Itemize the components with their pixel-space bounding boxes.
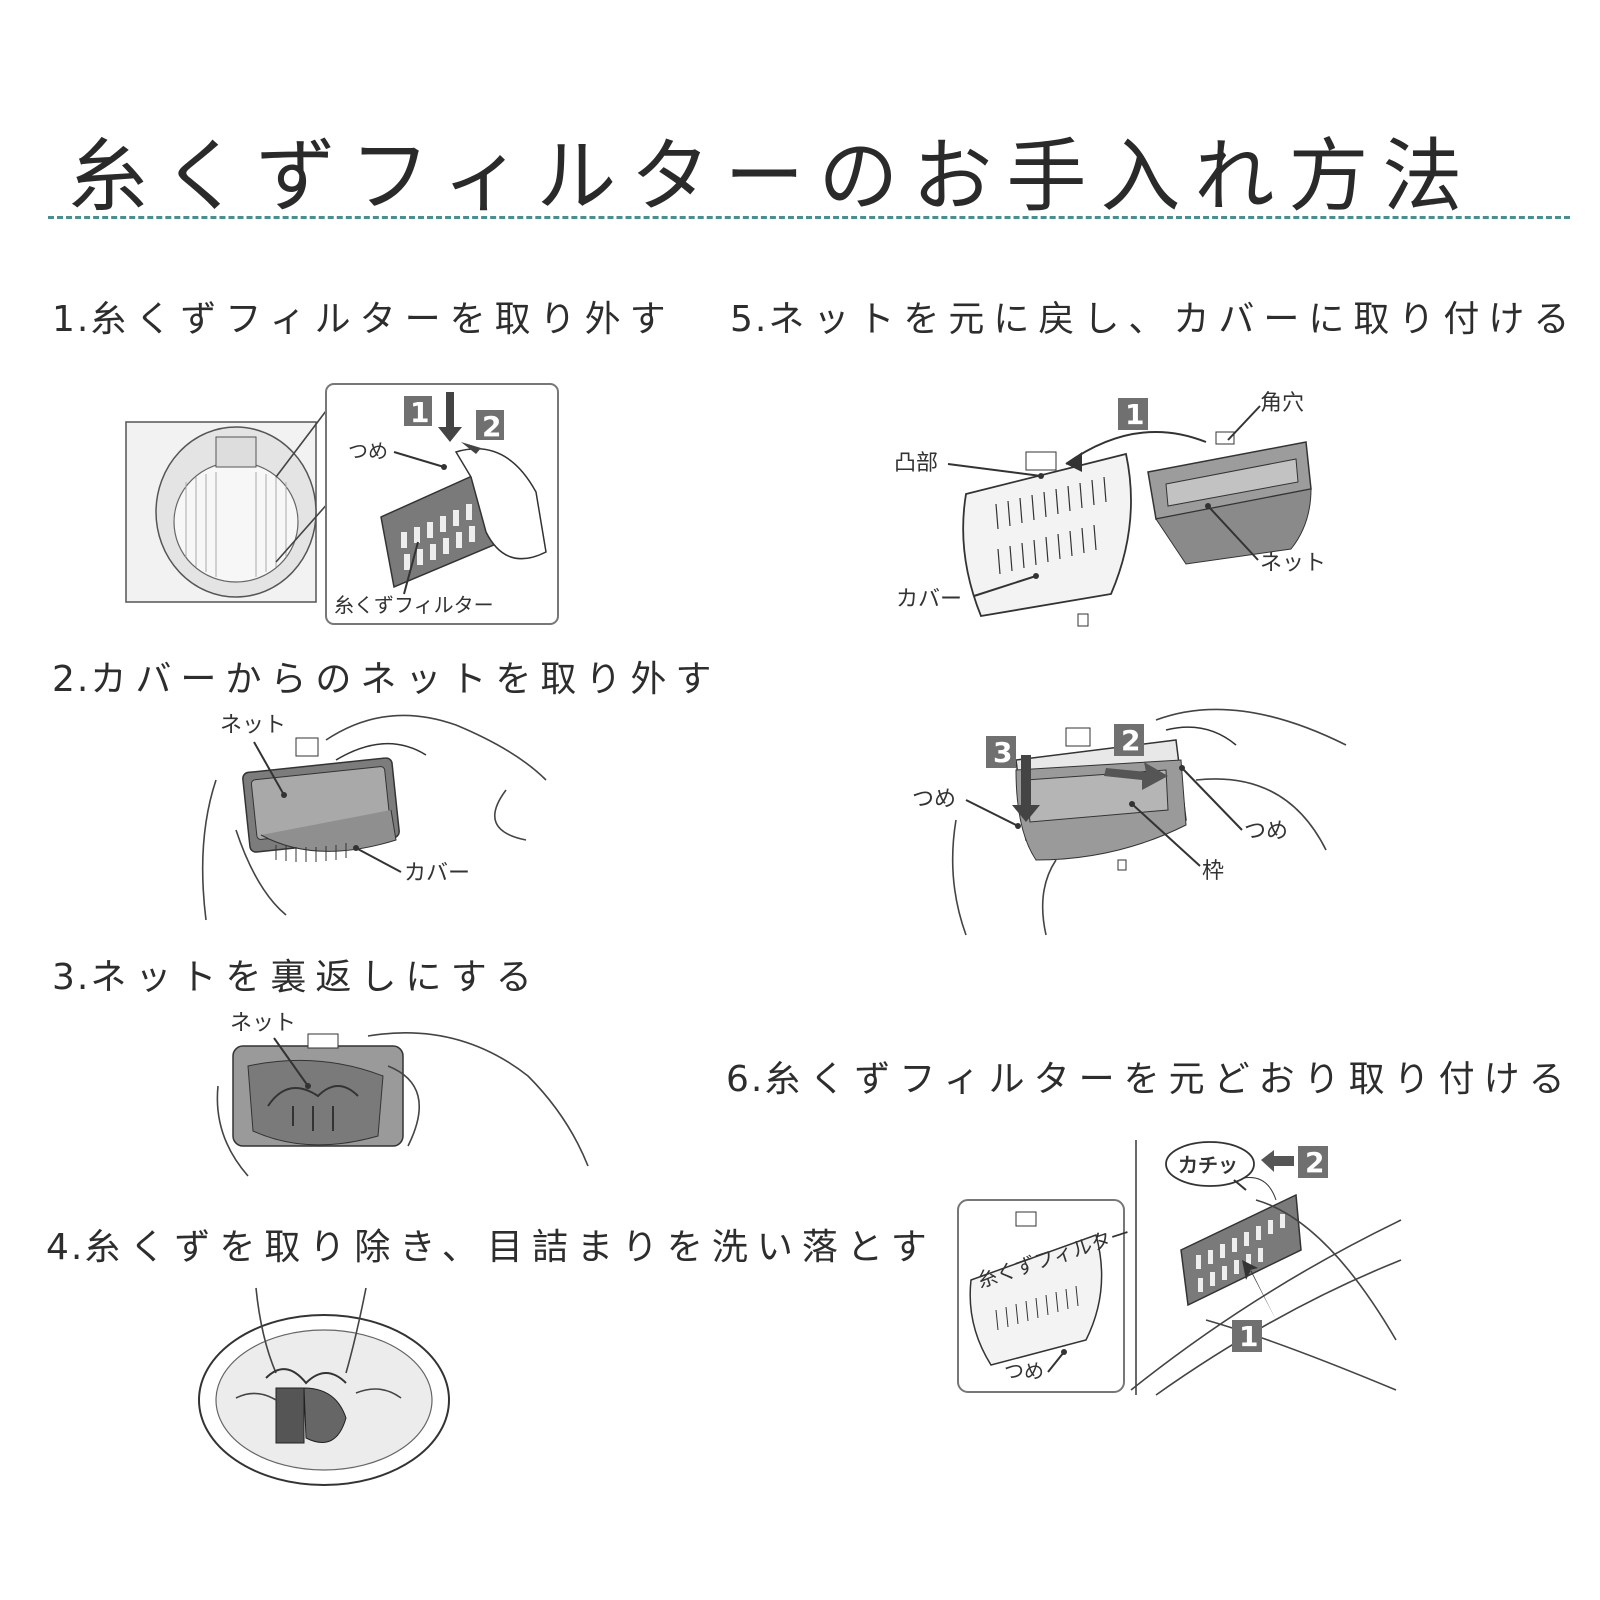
label-claw: つめ (1004, 1359, 1044, 1383)
label-square-hole: 角穴 (1260, 391, 1304, 416)
lint-filter-drawing (380, 448, 547, 589)
label-net: ネット (220, 713, 286, 738)
page-title: 糸くずフィルターのお手入れ方法 (68, 130, 1477, 223)
label-protrusion: 凸部 (894, 451, 938, 476)
badge-1 (1118, 398, 1148, 430)
step-6-heading: 6.糸くずフィルターを元どおり取り付ける (726, 1050, 1574, 1102)
down-arrow-icon (438, 392, 462, 442)
step-number: 3. (52, 957, 91, 998)
label-frame: 枠 (1202, 859, 1224, 884)
step-text: ネットを裏返しにする (90, 957, 541, 998)
badge-2-label: 2 (482, 410, 501, 443)
step-number: 4. (46, 1227, 85, 1268)
right-arrow-icon (461, 442, 481, 454)
label-cover: カバー (404, 861, 470, 886)
badge-2-label: 2 (1305, 1146, 1324, 1179)
step-3-illustration: ネット (208, 1006, 598, 1181)
inverted-net-drawing (232, 1033, 404, 1147)
left-arrow-icon (1261, 1150, 1294, 1172)
label-claw: つめ (348, 439, 388, 463)
badge-1-label: 1 (410, 396, 429, 429)
step-1-heading: 1.糸くずフィルターを取り外す (52, 290, 675, 342)
step-3-heading: 3.ネットを裏返しにする (52, 948, 541, 1000)
badge-1-label: 1 (1239, 1320, 1258, 1353)
right-arrow-icon (1104, 762, 1168, 790)
step-text: 糸くずを取り除き、目詰まりを洗い落とす (84, 1227, 936, 1268)
badge-1 (404, 396, 432, 426)
net-in-water-drawing (275, 1387, 347, 1444)
step-text: 糸くずフィルターを取り外す (90, 299, 675, 340)
badge-2 (1114, 724, 1144, 756)
step-1-illustration: 1 2 つめ 糸くずフィルター (125, 382, 566, 632)
badge-2 (476, 410, 504, 440)
click-bubble (1165, 1141, 1255, 1187)
step-5a-illustration: 1 角穴 凸部 ネット カバー (886, 384, 1346, 627)
title-divider (48, 216, 1570, 219)
badge-3-label: 3 (993, 736, 1012, 769)
step-2-illustration: ネット カバー (176, 700, 556, 925)
step-number: 1. (52, 299, 91, 340)
step-number: 2. (52, 659, 91, 700)
step-4-illustration (196, 1287, 456, 1488)
badge-2 (1298, 1146, 1328, 1178)
washer-tub-drawing (125, 421, 317, 603)
label-net: ネット (1260, 551, 1326, 576)
up-arrow-icon (1242, 1260, 1276, 1320)
cover-drawing (962, 451, 1132, 627)
step-text: 糸くずフィルターを元どおり取り付ける (764, 1059, 1574, 1100)
label-claw-left: つめ (912, 787, 956, 812)
down-arrow-icon (1012, 755, 1040, 822)
label-net: ネット (230, 1011, 296, 1036)
step-4-heading: 4.糸くずを取り除き、目詰まりを洗い落とす (46, 1218, 936, 1270)
badge-1-label: 1 (1125, 398, 1144, 431)
step-5-heading: 5.ネットを元に戻し、カバーに取り付ける (730, 290, 1578, 342)
step-2-heading: 2.カバーからのネットを取り外す (52, 650, 720, 702)
badge-3 (986, 736, 1016, 768)
installed-filter-drawing (1180, 1177, 1302, 1307)
step-number: 5. (730, 299, 769, 340)
inset-filter-drawing (969, 1211, 1103, 1366)
step-text: ネットを元に戻し、カバーに取り付ける (768, 299, 1579, 340)
step-6-illustration: 糸くずフィルター つめ カチッ 2 1 (956, 1140, 1406, 1400)
label-click: カチッ (1178, 1153, 1238, 1177)
label-lint-filter: 糸くずフィルター (334, 593, 494, 617)
left-arrow-icon (1066, 452, 1082, 472)
step-text: カバーからのネットを取り外す (90, 659, 721, 700)
step-5b-illustration: 3 2 つめ つめ 枠 (906, 700, 1356, 940)
net-frame-drawing (1147, 431, 1312, 565)
badge-2-label: 2 (1121, 724, 1140, 757)
badge-1 (1232, 1320, 1262, 1352)
net-and-cover-drawing (242, 737, 400, 862)
step-number: 6. (726, 1059, 765, 1100)
assembled-filter-drawing (1015, 727, 1187, 871)
label-claw-right: つめ (1244, 819, 1288, 844)
label-cover: カバー (896, 587, 962, 612)
